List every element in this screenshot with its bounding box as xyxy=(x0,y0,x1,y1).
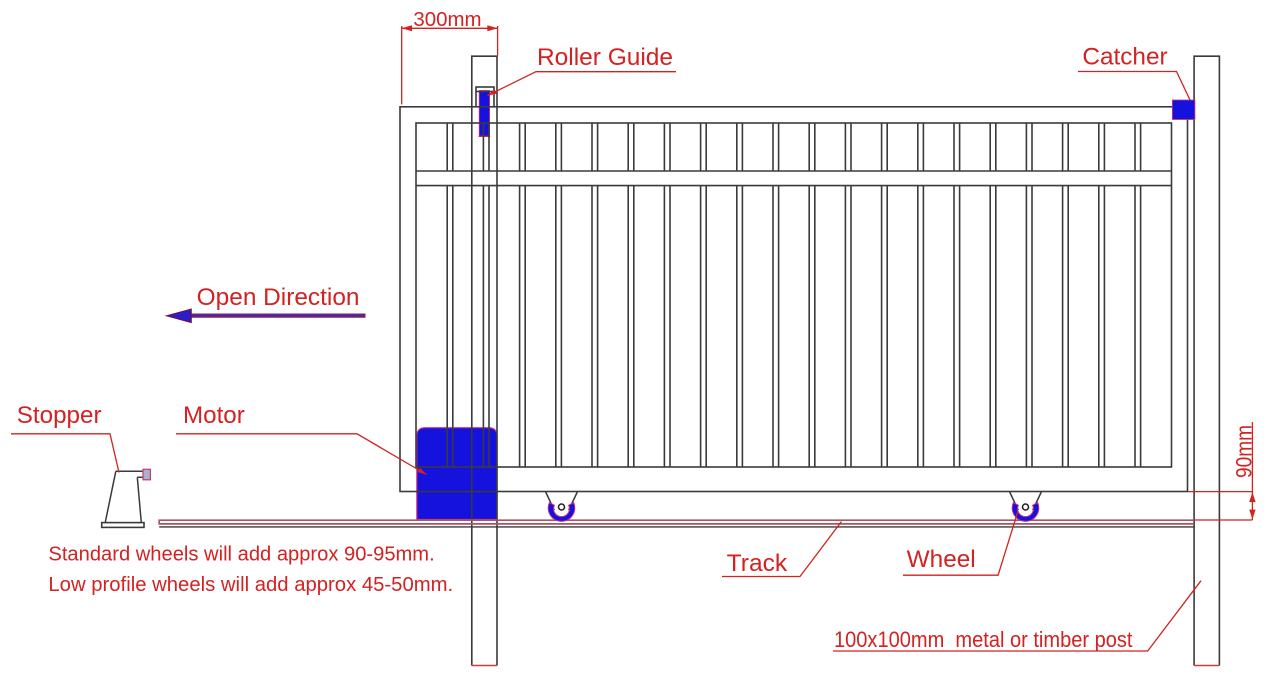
svg-text:Open Direction: Open Direction xyxy=(197,284,360,311)
svg-text:Roller Guide: Roller Guide xyxy=(537,44,673,71)
svg-text:300mm: 300mm xyxy=(413,9,481,31)
svg-text:Standard wheels will add appro: Standard wheels will add approx 90-95mm. xyxy=(48,543,434,565)
svg-text:Wheel: Wheel xyxy=(907,546,976,573)
svg-text:Low profile wheels will add ap: Low profile wheels will add approx 45-50… xyxy=(48,574,453,596)
svg-text:90mm: 90mm xyxy=(1232,425,1257,478)
svg-text:100x100mm metal or timber pos: 100x100mm metal or timber post xyxy=(834,627,1133,652)
svg-text:Stopper: Stopper xyxy=(17,402,102,429)
svg-text:Track: Track xyxy=(727,550,789,577)
svg-text:Catcher: Catcher xyxy=(1082,43,1167,70)
svg-text:Motor: Motor xyxy=(183,402,245,429)
